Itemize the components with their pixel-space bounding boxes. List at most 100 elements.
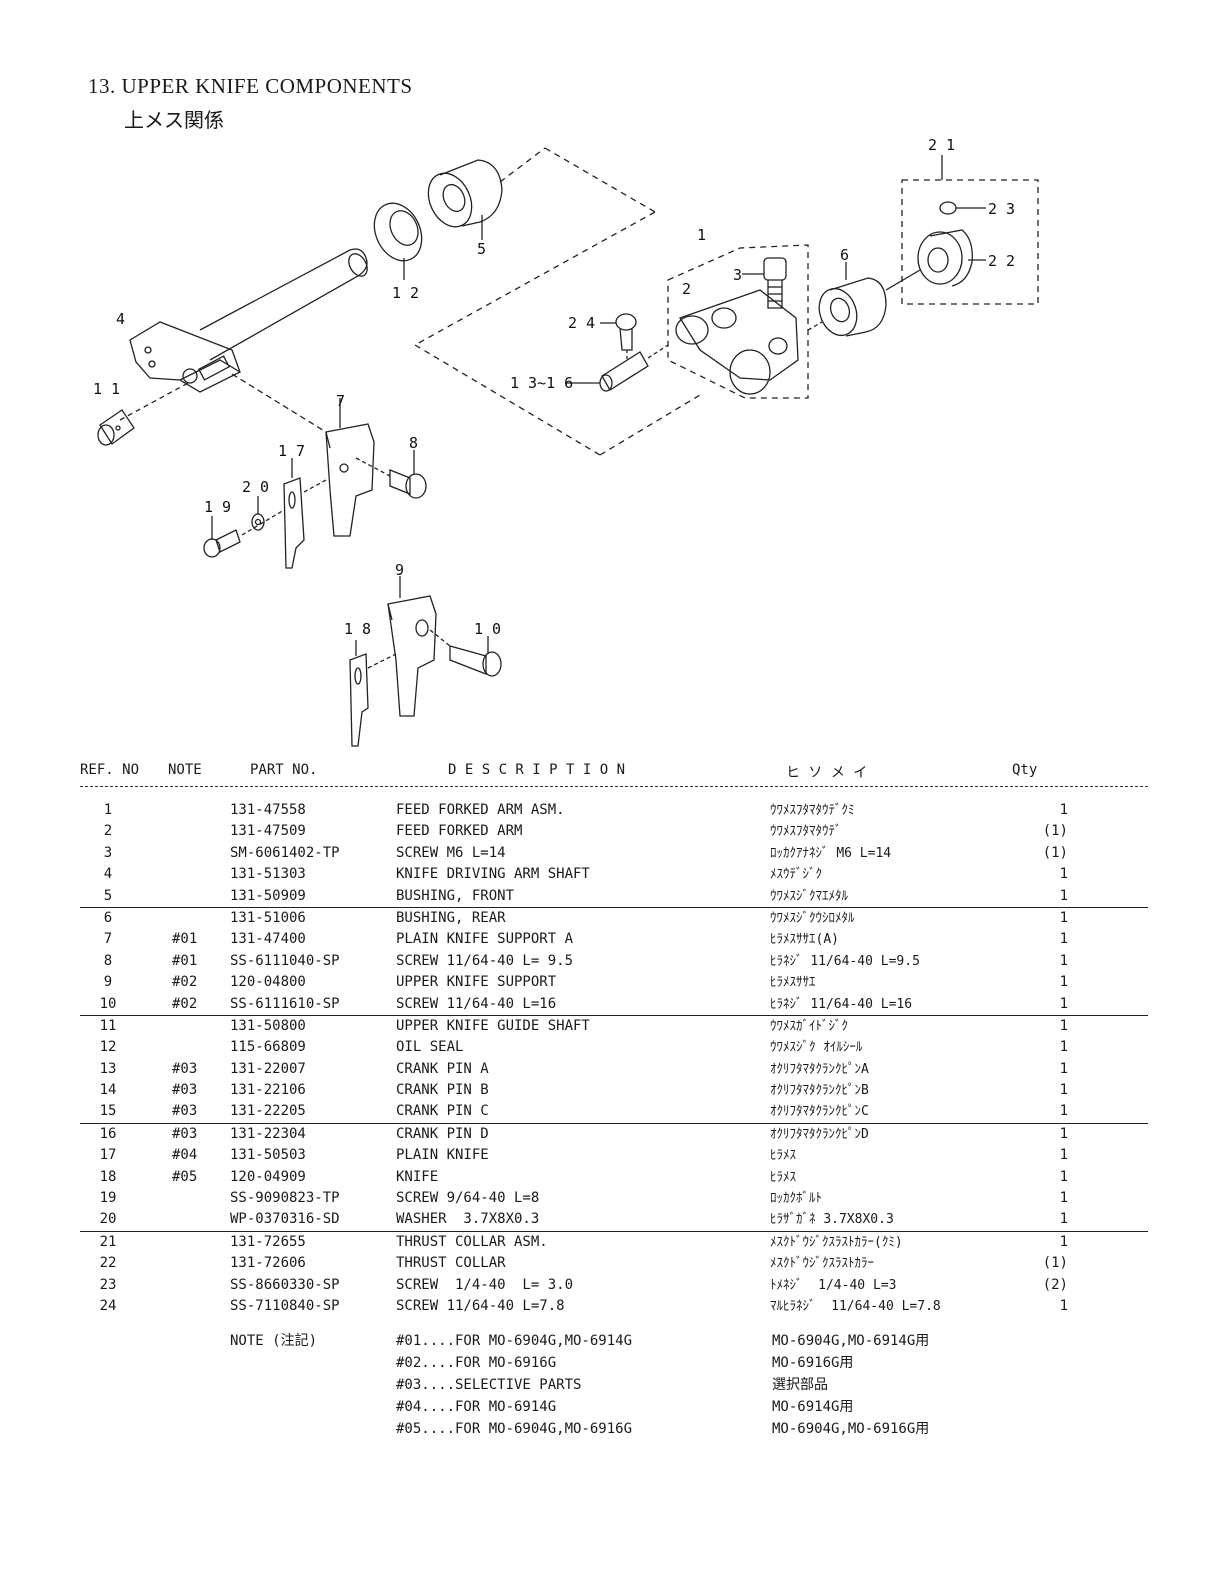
description-cell: UPPER KNIFE SUPPORT bbox=[396, 974, 557, 991]
ref-no-cell: 8 bbox=[103, 952, 113, 969]
part-no-cell: 131-47558 bbox=[230, 802, 306, 818]
bushing-rear bbox=[807, 262, 887, 337]
parts-table-header: REF. NO NOTE PART NO. D E S C R I P T I … bbox=[80, 760, 1148, 787]
note-row: NOTE (注記) #01....FOR MO-6904G,MO-6914G M… bbox=[80, 1330, 1148, 1352]
qty-cell: 1 bbox=[1059, 1190, 1068, 1207]
part-no-cell: WP-0370316-SD bbox=[230, 1211, 340, 1228]
note-row: #04....FOR MO-6914G MO-6914G用 bbox=[80, 1396, 1148, 1418]
part-no-cell: 131-22304 bbox=[230, 1125, 306, 1142]
part-no-cell: 131-47509 bbox=[230, 823, 306, 840]
qty-cell: 1 bbox=[1059, 909, 1068, 926]
callout-4: 4 bbox=[116, 310, 125, 328]
upper-knife-support bbox=[387, 576, 437, 717]
description-cell: BUSHING, FRONT bbox=[396, 887, 515, 904]
callout-7: 7 bbox=[336, 392, 345, 410]
bushing-front bbox=[427, 159, 503, 240]
part-no-cell: 120-04909 bbox=[230, 1168, 306, 1185]
description-cell: FEED FORKED ARM bbox=[396, 823, 523, 840]
part-no-cell: SS-6111610-SP bbox=[230, 995, 340, 1012]
kana-name-cell: ｳﾜﾒｽｶﾞｲﾄﾞｼﾞｸ bbox=[770, 1018, 848, 1034]
description-cell: SCREW 1/4-40 L= 3.0 bbox=[396, 1276, 574, 1293]
ref-no-cell: 16 bbox=[99, 1125, 117, 1142]
description-cell: FEED FORKED ARM ASM. bbox=[396, 802, 565, 818]
qty-cell: 1 bbox=[1059, 931, 1068, 948]
qty-cell: 1 bbox=[1059, 1039, 1068, 1056]
qty-cell: 1 bbox=[1059, 887, 1068, 904]
note-cell: #03 bbox=[172, 1082, 198, 1099]
header-ref-no: REF. NO bbox=[80, 762, 140, 778]
kana-name-cell: ｳﾜﾒｽｼﾞｸﾏｴﾒﾀﾙ bbox=[770, 888, 848, 904]
callout-12: 1 2 bbox=[392, 284, 419, 302]
description-cell: UPPER KNIFE GUIDE SHAFT bbox=[396, 1017, 590, 1034]
note-cell: #02 bbox=[172, 974, 198, 991]
ref-no-cell: 21 bbox=[99, 1233, 117, 1250]
description-cell: PLAIN KNIFE SUPPORT A bbox=[396, 931, 574, 948]
description-cell: SCREW 11/64-40 L=16 bbox=[396, 995, 557, 1012]
note-jp: MO-6904G,MO-6916G用 bbox=[772, 1421, 930, 1437]
ref-no-cell: 12 bbox=[99, 1039, 117, 1056]
note-jp: MO-6904G,MO-6914G用 bbox=[772, 1333, 930, 1349]
callout-5: 5 bbox=[477, 240, 486, 258]
kana-name-cell: ﾋﾗﾒｽ bbox=[770, 1169, 796, 1185]
kana-name-cell: ﾒｽｳﾃﾞｼﾞｸ bbox=[770, 867, 822, 883]
kana-name-cell: ｳﾜﾒｽｼﾞｸ ｵｲﾙｼｰﾙ bbox=[770, 1040, 863, 1056]
plain-knife-support-a bbox=[231, 373, 375, 537]
qty-cell: 1 bbox=[1059, 1103, 1068, 1120]
kana-name-cell: ｳﾜﾒｽﾌﾀﾏﾀｳﾃﾞ bbox=[770, 824, 842, 840]
ref-no-cell: 18 bbox=[99, 1168, 117, 1185]
part-no-cell: SS-9090823-TP bbox=[230, 1190, 340, 1207]
callout-9: 9 bbox=[395, 561, 404, 579]
part-no-cell: 131-72655 bbox=[230, 1233, 306, 1250]
qty-cell: (2) bbox=[1042, 1276, 1068, 1293]
ref-no-cell: 11 bbox=[99, 1017, 117, 1034]
note-row: #02....FOR MO-6916G MO-6916G用 bbox=[80, 1352, 1148, 1374]
note-cell: #01 bbox=[172, 931, 198, 948]
description-cell: KNIFE bbox=[396, 1168, 439, 1185]
screw-9-64 bbox=[203, 509, 285, 558]
notes-section: NOTE (注記) #01....FOR MO-6904G,MO-6914G M… bbox=[80, 1330, 1148, 1440]
part-no-cell: 131-50909 bbox=[230, 887, 306, 904]
ref-no-cell: 3 bbox=[103, 844, 113, 861]
exploded-parts-diagram: 1 2 3 4 5 6 7 8 9 1 0 1 1 1 2 1 3~1 6 1 … bbox=[93, 136, 1039, 747]
description-cell: BUSHING, REAR bbox=[396, 909, 506, 926]
part-no-cell: SS-7110840-SP bbox=[230, 1297, 340, 1314]
description-cell: CRANK PIN D bbox=[396, 1125, 489, 1142]
ref-no-cell: 2 bbox=[103, 823, 113, 840]
kana-name-cell: ｵｸﾘﾌﾀﾏﾀｸﾗﾝｸﾋﾟﾝA bbox=[770, 1061, 869, 1077]
notes-label: NOTE (注記) bbox=[230, 1333, 318, 1349]
qty-cell: (1) bbox=[1042, 1255, 1068, 1272]
note-cell: #05 bbox=[172, 1168, 198, 1185]
ref-no-cell: 19 bbox=[99, 1190, 117, 1207]
qty-cell: 1 bbox=[1059, 995, 1068, 1012]
description-cell: SCREW M6 L=14 bbox=[396, 844, 506, 861]
note-cell: #01 bbox=[172, 952, 198, 969]
feed-forked-arm-assembly bbox=[667, 244, 809, 399]
part-no-cell: 131-22007 bbox=[230, 1060, 306, 1077]
note-row: #03....SELECTIVE PARTS 選択部品 bbox=[80, 1374, 1148, 1396]
note-jp: 選択部品 bbox=[772, 1377, 828, 1393]
qty-cell: 1 bbox=[1059, 1233, 1068, 1250]
crank-pin bbox=[565, 344, 669, 392]
knife-driving-arm-shaft bbox=[199, 248, 368, 361]
qty-cell: 1 bbox=[1059, 974, 1068, 991]
ref-no-cell: 24 bbox=[99, 1297, 117, 1314]
part-no-cell: 131-51006 bbox=[230, 909, 306, 926]
ref-no-cell: 23 bbox=[99, 1276, 117, 1293]
ref-no-cell: 22 bbox=[99, 1255, 117, 1272]
qty-cell: 1 bbox=[1059, 802, 1068, 818]
kana-name-cell: ﾒｽｸﾄﾞｳｼﾞｸｽﾗｽﾄｶﾗｰ bbox=[770, 1256, 874, 1272]
part-no-cell: SM-6061402-TP bbox=[230, 844, 340, 861]
callout-19: 1 9 bbox=[204, 498, 231, 516]
kana-name-cell: ﾋﾗﾒｽｻｻｴ bbox=[770, 975, 816, 991]
screw-m6 bbox=[742, 257, 787, 309]
qty-cell: 1 bbox=[1059, 1211, 1068, 1228]
